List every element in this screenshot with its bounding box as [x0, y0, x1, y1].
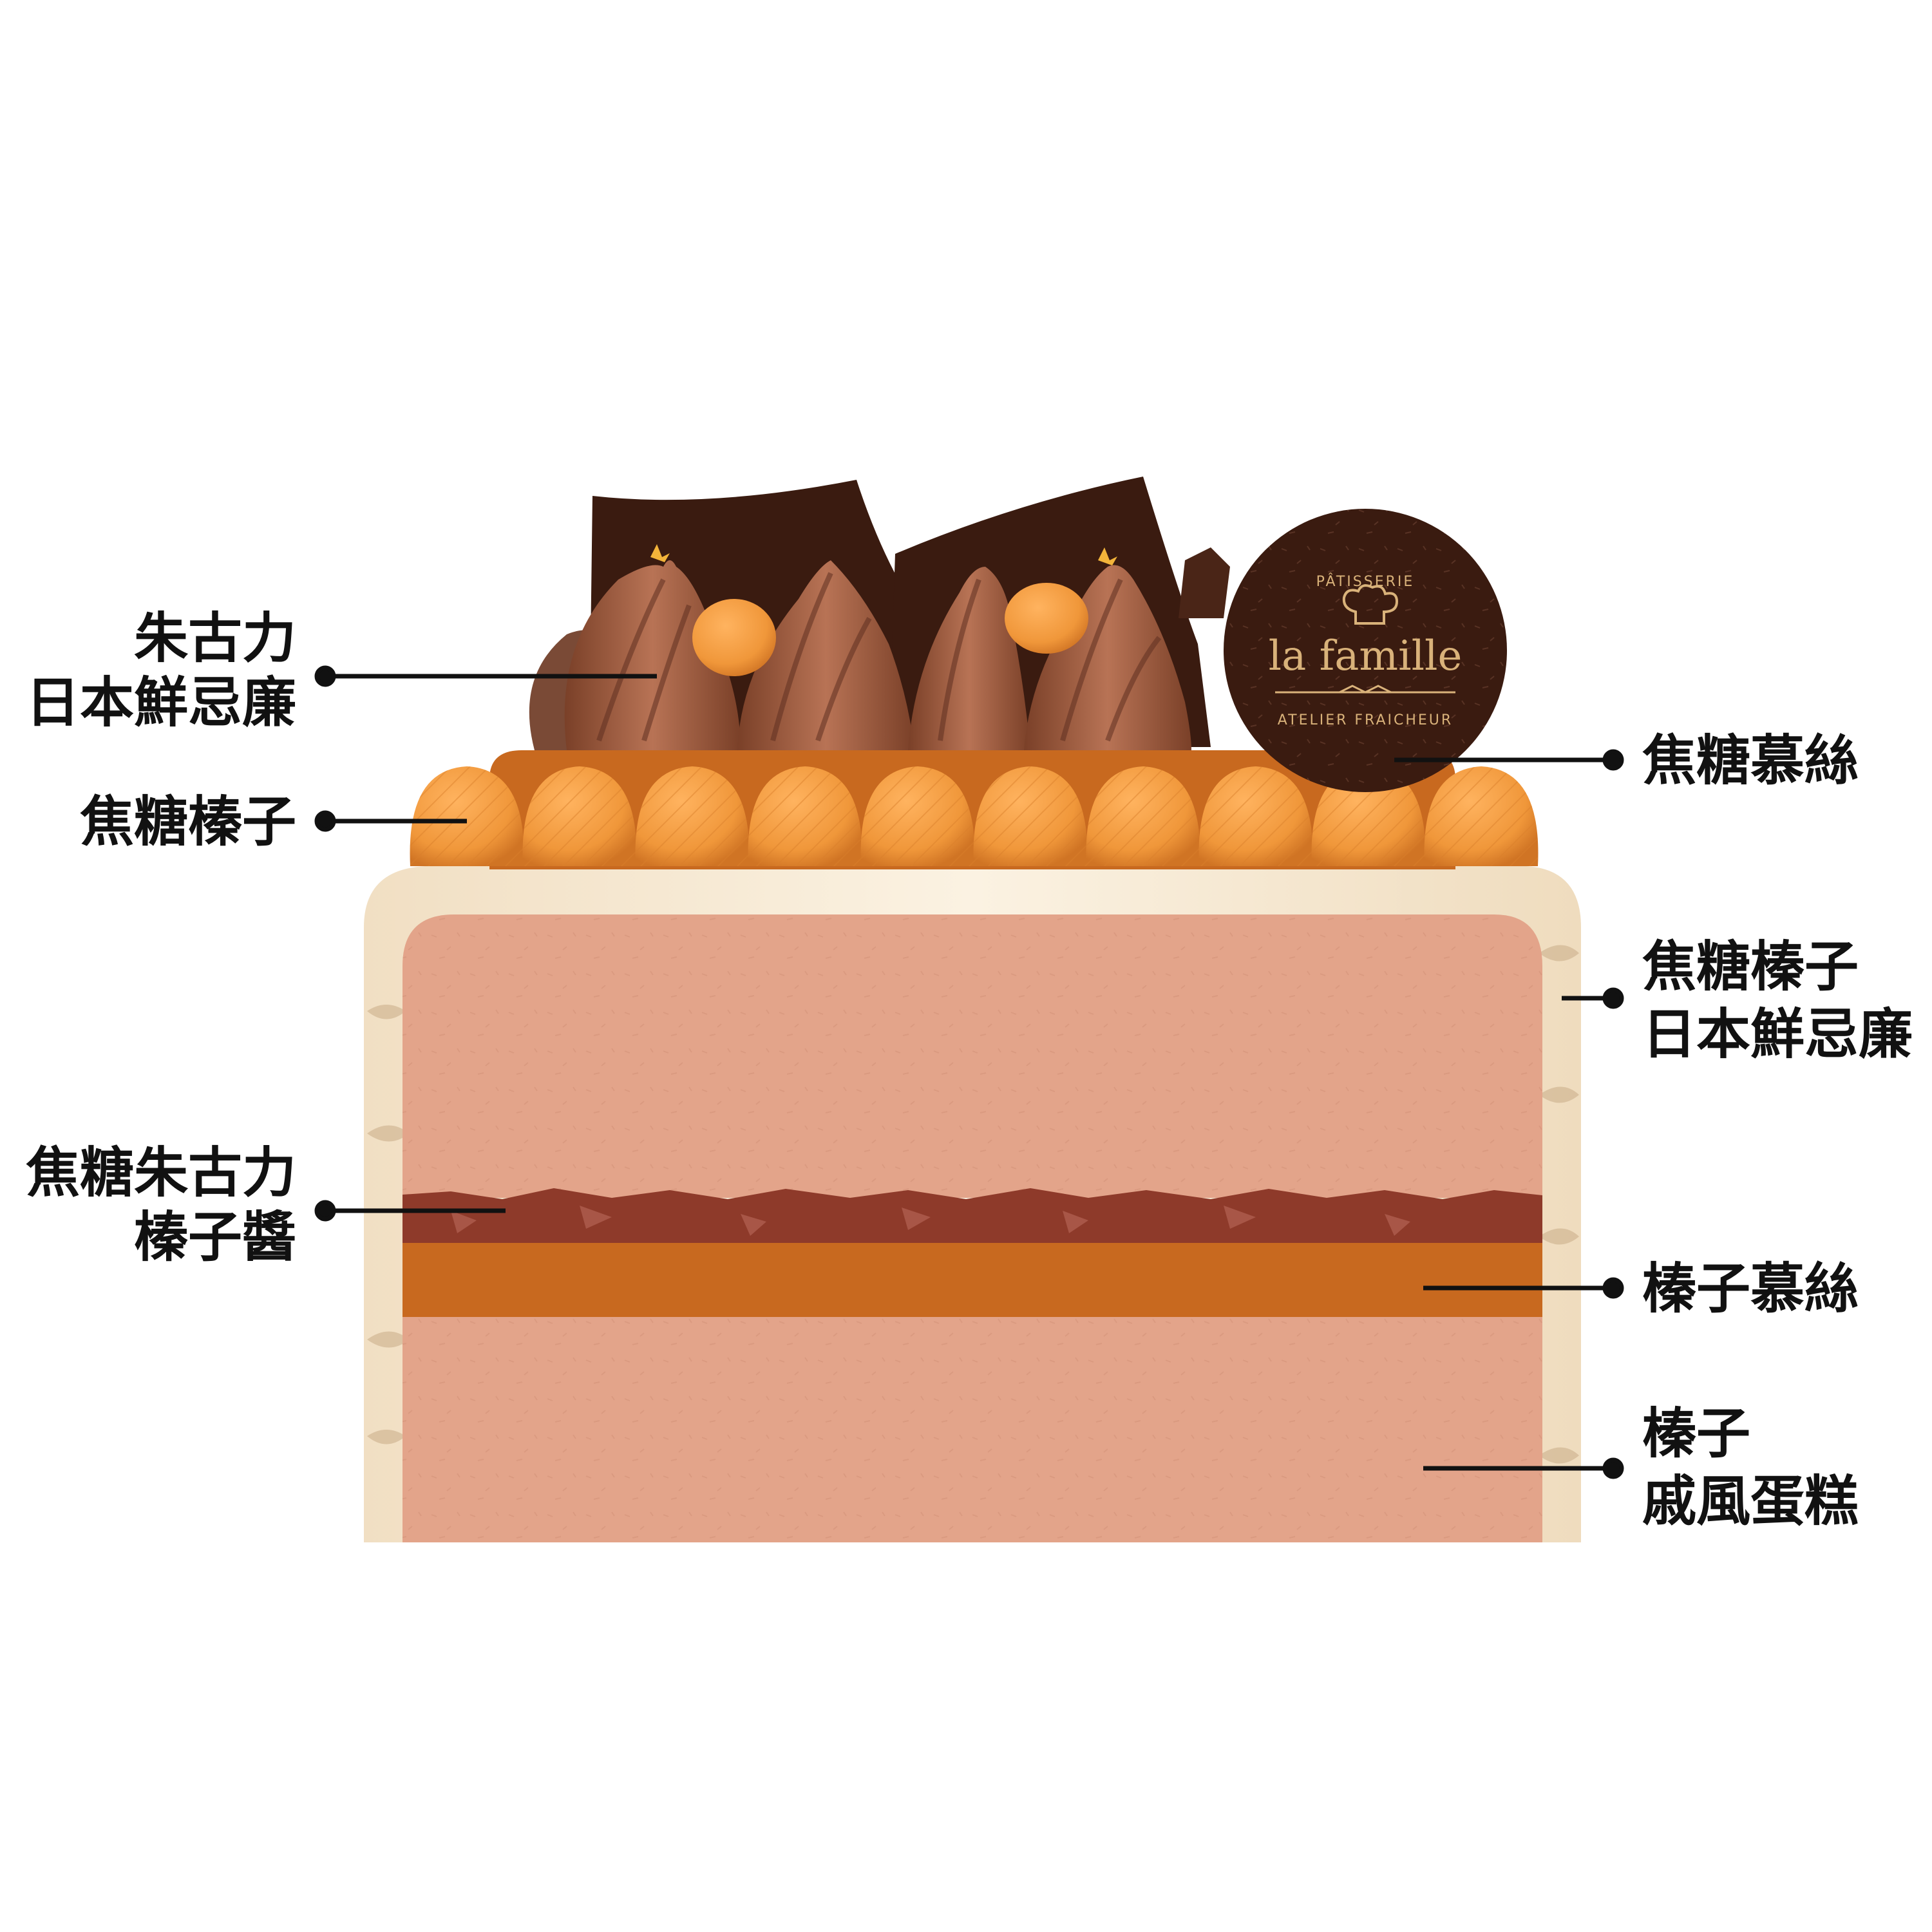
- hazelnut: [973, 766, 1088, 866]
- label-praline-line2: 榛子醬: [134, 1206, 296, 1269]
- logo-divider-ornament: [1275, 685, 1455, 694]
- hazelnut: [860, 766, 975, 866]
- top-hazelnut-2: [1005, 583, 1088, 654]
- side-cream-texture: [367, 945, 1579, 1464]
- labels-left: 朱古力 日本鮮忌廉 焦糖榛子 焦糖朱古力 榛子醬: [26, 607, 296, 1269]
- logo-chef-hat-icon: [1342, 584, 1399, 625]
- label-choco-cream-line2: 日本鮮忌廉: [26, 671, 296, 734]
- logo-bottom-text: ATELIER FRAICHEUR: [1278, 712, 1453, 728]
- label-caramel-hazelnut: 焦糖榛子: [80, 790, 296, 853]
- top-hazelnut-1: [692, 599, 776, 676]
- hazelnut: [410, 766, 524, 866]
- cake-body: [364, 866, 1581, 1542]
- hazelnut: [1198, 766, 1313, 866]
- label-side-cream-line1: 焦糖榛子: [1642, 935, 1859, 998]
- hazelnut: [522, 766, 637, 866]
- caramel-hazelnut-row: [410, 766, 1539, 866]
- praline-layer: [402, 1188, 1542, 1246]
- logo-name: la famille: [1269, 632, 1463, 680]
- label-leaders: [314, 665, 1624, 1479]
- hazelnut: [1086, 766, 1200, 866]
- hazelnut-mousse-layer: [402, 1243, 1542, 1317]
- hazelnut: [1311, 766, 1426, 866]
- logo-top-text: PÂTISSERIE: [1316, 573, 1415, 590]
- hazelnut: [1424, 766, 1539, 866]
- chocolate-shard-small: [1179, 547, 1230, 618]
- label-choco-cream-line1: 朱古力: [134, 607, 296, 670]
- cake-top-decoration: PÂTISSERIE la famille ATELIER FRAICHEUR: [410, 477, 1539, 869]
- label-caramel-mousse: 焦糖慕絲: [1642, 729, 1859, 792]
- brand-logo: PÂTISSERIE la famille ATELIER FRAICHEUR: [1224, 509, 1507, 792]
- label-hazelnut-mousse: 榛子慕絲: [1642, 1257, 1859, 1320]
- hazelnut: [748, 766, 862, 866]
- label-side-cream-line2: 日本鮮忌廉: [1642, 1003, 1913, 1066]
- label-chiffon-line2: 戚風蛋糕: [1642, 1470, 1859, 1533]
- label-chiffon-line1: 榛子: [1642, 1402, 1750, 1465]
- chocolate-cream-swirls: [529, 544, 1191, 750]
- labels-right: 焦糖慕絲 焦糖榛子 日本鮮忌廉 榛子慕絲 榛子 戚風蛋糕: [1642, 729, 1913, 1533]
- hazelnut: [635, 766, 750, 866]
- label-praline-line1: 焦糖朱古力: [26, 1141, 296, 1204]
